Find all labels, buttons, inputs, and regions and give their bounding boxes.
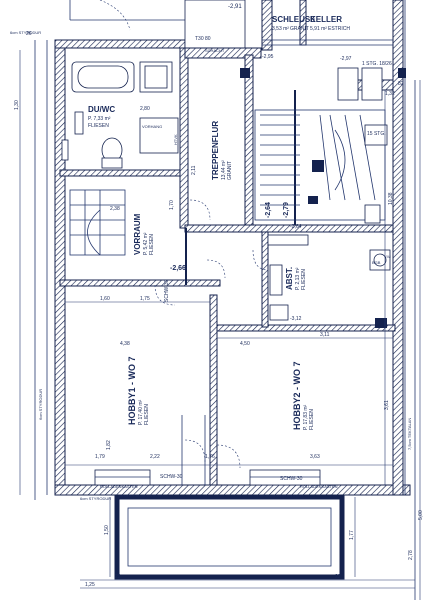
room-abst-floor: FLIESEN: [301, 269, 307, 290]
room-hobby1-area: P. 17,40 m²: [138, 399, 144, 425]
dim-177: 1,77: [349, 530, 355, 540]
dim-132: 1,32: [385, 91, 395, 97]
dim-175: 1,75: [140, 296, 150, 302]
level-1: -2,66: [170, 265, 186, 272]
window-code-4: T30 80: [195, 36, 211, 42]
dim-1038: 10,38: [388, 192, 394, 205]
dim-500: 5,00: [418, 510, 424, 520]
level-4: -2,91: [228, 4, 242, 10]
window-code-1: SCHW-30: [160, 474, 183, 480]
label-textalan: 7,5cm TEKTALAN: [407, 418, 412, 450]
dim-450: 4,50: [240, 341, 250, 347]
room-du-wc-name: DU/WC: [88, 105, 115, 114]
stair-left: [69, 189, 126, 256]
dim-160: 1,60: [100, 296, 110, 302]
room-hobby2-name: HOBBY2 - WO 7: [292, 361, 302, 430]
dim-363: 3,63: [310, 454, 320, 460]
level-8: -2,64: [290, 224, 302, 230]
room-abst-area: P. 2,13 m²: [295, 267, 301, 290]
label-stiege-1: 1 STG. 18/26: [362, 61, 392, 67]
dim-179: 1,79: [95, 454, 105, 460]
outer-walls: [34, 0, 416, 600]
dimension-labels: 26 1,30 1,60 1,70 1,75 1,79 2,11 2,22 2,…: [14, 31, 424, 588]
room-hobby2-floor: FLIESEN: [309, 409, 315, 430]
dim-82: 82: [398, 81, 404, 87]
level-marks: -2,66 -2,64 -2,79 -2,91 -2,97 -2,95 -3,1…: [170, 4, 352, 322]
room-treppenflur-name: TREPPENFLUR: [211, 121, 220, 180]
bathroom-fixtures: [61, 61, 179, 169]
dim-222: 2,22: [150, 454, 160, 460]
room-treppenflur-floor: GRANIT: [227, 161, 233, 180]
room-treppenflur-area: 13,44 m²: [221, 160, 227, 180]
label-bgb: BGB: [372, 260, 381, 265]
label-styrodur-left: 6cm STYRODUR: [38, 389, 43, 420]
doors: [99, 0, 269, 485]
label-wohnraumfenster-2: WOHNRAUMFENSTER: [260, 493, 303, 498]
room-du-wc-height: 2,80: [140, 106, 150, 112]
room-hobby1-floor: FLIESEN: [144, 404, 150, 425]
dim-125: 1,25: [85, 582, 95, 588]
interior-walls: [59, 47, 396, 486]
room-du-wc-area: P. 7,33 m²: [88, 116, 111, 122]
windows-bottom: [94, 469, 321, 486]
dim-238: 2,38: [110, 206, 120, 212]
dim-438: 4,38: [120, 341, 130, 347]
label-rolladenkasten-1: ROLLADENKASTEN: [100, 484, 138, 489]
room-hobby2-area: P. 17,83 m²: [303, 404, 309, 430]
room-keller-floor: ESTRICH: [328, 26, 350, 32]
room-vorraum-area: P. 5,42 m²: [143, 232, 149, 255]
label-vorhang: VORHANG: [142, 124, 162, 129]
level-7: -3,12: [290, 316, 302, 322]
level-6: -2,95: [262, 54, 274, 60]
dim-361: 3,61: [384, 400, 390, 410]
room-abst-name: ABST.: [285, 267, 294, 290]
label-vm: V.M: [384, 254, 391, 259]
dim-150: 1,50: [104, 525, 110, 535]
dim-22b: 22: [335, 574, 341, 580]
dim-278: 2,78: [408, 550, 414, 560]
upper-structure: [69, 0, 393, 51]
room-keller-area: 5,91 m²: [310, 26, 327, 32]
dim-130: 1,30: [14, 100, 20, 110]
room-schleuse-area: 3,53 m²: [272, 26, 289, 32]
dim-170: 1,70: [169, 200, 175, 210]
room-schleuse-name: SCHLEUSE: [272, 15, 316, 24]
stair-right: [254, 109, 386, 221]
service-boxes: [240, 67, 406, 328]
dim-22a: 22: [115, 574, 121, 580]
level-5: -2,97: [340, 56, 352, 62]
label-styrodur-bottom: 6cm STYRODUR: [80, 496, 111, 501]
level-2: -2,64: [265, 202, 272, 218]
room-vorraum-floor: FLIESEN: [149, 234, 155, 255]
label-stiege-2: 15 STG.: [367, 131, 386, 137]
room-hobby1-name: HOBBY1 - WO 7: [127, 356, 137, 425]
dim-211: 2,11: [191, 165, 197, 175]
level-3: -2,79: [283, 202, 290, 218]
label-rolladenkasten-2: ROLLADENKASTEN: [300, 484, 338, 489]
window-codes: SCHW-30 SCHW-30 SCHW-30 T30 80: [160, 36, 303, 482]
label-htvk: HTVK: [173, 134, 178, 145]
label-schacht: SCHACHT: [205, 48, 225, 53]
dim-182: 1,82: [106, 440, 112, 450]
light-well: [80, 494, 415, 589]
room-keller-name: KELLER: [310, 15, 342, 24]
room-du-wc-floor: FLIESEN: [88, 123, 109, 129]
dim-176: 1,76: [205, 454, 215, 460]
label-styrodur-top: 6cm STYRODUR: [10, 30, 41, 35]
annotation-labels: SCHACHT HTVK VORHANG 1 STG. 18/26 15 STG…: [10, 30, 412, 501]
dimension-lines: [19, 50, 421, 600]
room-vorraum-name: VORRAUM: [133, 213, 142, 255]
room-schleuse-floor: GRANIT: [290, 26, 309, 32]
dim-311: 3,11: [320, 332, 330, 338]
window-code-3: SCHW-30: [164, 279, 170, 302]
room-labels: DU/WC P. 7,33 m² FLIESEN 2,80 VORRAUM P.…: [88, 15, 350, 430]
dim-26: 26: [26, 31, 32, 37]
label-wohnraumfenster-1: WOHNRAUMFENSTER: [120, 493, 163, 498]
window-code-2: SCHW-30: [280, 476, 303, 482]
